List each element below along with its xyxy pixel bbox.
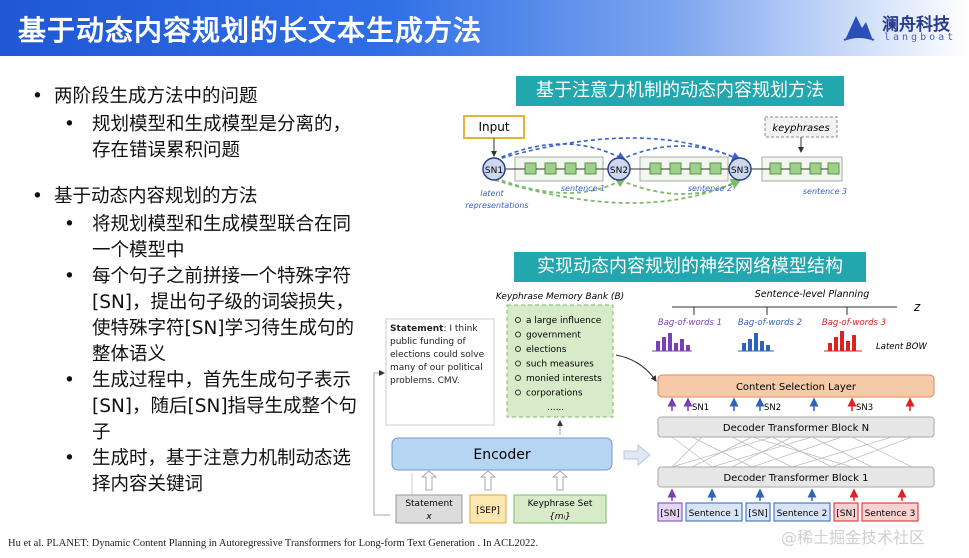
decoder-input-token-box [745, 502, 771, 522]
encoder-block [391, 437, 613, 471]
bullet-level1: 基于动态内容规划的方法 [30, 184, 360, 210]
logo-name-cn: 澜舟科技 [882, 15, 950, 35]
bullet-level2: 规划模型和生成模型是分离的，存在错误累积问题 [30, 112, 360, 164]
statement-label: Statement [390, 324, 444, 334]
logo-mark-icon [843, 16, 875, 41]
input-label: Input [478, 120, 509, 134]
bullet-level2: 将规划模型和生成模型联合在同一个模型中 [30, 212, 360, 264]
bow1-histogram [656, 333, 690, 351]
slide-title: 基于动态内容规划的长文本生成方法 [18, 14, 483, 47]
sentence-planning-label: Sentence-level Planning [755, 289, 870, 300]
svg-text:Latent BOW: Latent BOW [876, 342, 927, 352]
figure1-title-band: 基于注意力机制的动态内容规划方法 [516, 76, 844, 106]
decoder-input-token-box [685, 502, 743, 522]
memory-item: elections [526, 345, 567, 355]
memory-item: a large influence [526, 316, 602, 326]
input-statement-box [395, 494, 463, 524]
memory-item-bullet [515, 346, 521, 352]
svg-text:SN1: SN1 [692, 403, 709, 413]
watermark: @稀土掘金技术社区 [781, 528, 926, 547]
svg-text:SN1: SN1 [485, 166, 503, 176]
svg-text:SN3: SN3 [856, 403, 873, 413]
svg-text:Content Selection Layer: Content Selection Layer [736, 382, 857, 393]
svg-text:SN2: SN2 [610, 166, 628, 176]
memory-item-bullet [515, 317, 521, 323]
svg-text:latent: latent [480, 189, 504, 198]
decoder-input-token: [SN] [836, 509, 855, 519]
svg-text:Keyphrase Set: Keyphrase Set [528, 499, 593, 509]
company-logo: 澜舟科技 langboat [842, 8, 962, 48]
memory-item-bullet [515, 389, 521, 396]
svg-text:representations: representations [465, 201, 528, 210]
memory-item: ...... [547, 403, 564, 413]
planet-architecture-diagram: Statement: I think public funding of ele… [373, 289, 935, 524]
decoder-input-token-box [773, 502, 831, 522]
encoder-label: Encoder [473, 447, 530, 463]
decoder-input-token: [SN] [748, 509, 767, 519]
svg-text:Decoder Transformer Block N: Decoder Transformer Block N [723, 423, 869, 434]
bow3-histogram [828, 331, 856, 351]
svg-text:SN2: SN2 [764, 403, 781, 413]
dynamic-planning-diagram: Input keyphrases SN1 SN2 SN3 sentence 1 … [463, 115, 847, 210]
svg-text:z: z [913, 300, 921, 314]
bullet-list: 两阶段生成方法中的问题 规划模型和生成模型是分离的，存在错误累积问题 基于动态内… [30, 84, 360, 498]
svg-text:Bag-of-words 2: Bag-of-words 2 [738, 318, 802, 328]
svg-text:{mᵢ}: {mᵢ} [549, 512, 571, 522]
input-keyphrase-box [513, 494, 607, 524]
bullet-level2: 生成过程中，首先生成句子表示[SN]，随后[SN]指导生成整个句子 [30, 368, 360, 446]
bullet-level1: 两阶段生成方法中的问题 [30, 84, 360, 110]
decoder-input-token-box [833, 502, 859, 522]
memory-item-bullet [515, 375, 521, 381]
decoder-input-token: [SN] [660, 509, 679, 519]
bow2-histogram [742, 333, 770, 351]
memory-item: government [526, 331, 581, 341]
svg-text:SN3: SN3 [731, 166, 749, 176]
decoder-input-token: Sentence 1 [689, 509, 740, 519]
bullet-level2: 生成时，基于注意力机制动态选择内容关键词 [30, 446, 360, 498]
statement-text: : I think public funding of elections co… [390, 324, 485, 386]
svg-text:Bag-of-words 1: Bag-of-words 1 [658, 318, 722, 328]
decoder-input-token: Sentence 3 [865, 509, 916, 519]
svg-text:Decoder Transformer Block 1: Decoder Transformer Block 1 [723, 473, 868, 484]
memory-item: corporations [526, 389, 583, 399]
memory-item-bullet [515, 331, 521, 338]
memory-item-bullet [515, 360, 521, 367]
decoder-block-1 [657, 466, 935, 488]
decoder-input-token: Sentence 2 [777, 509, 828, 519]
statement-box [385, 318, 495, 426]
decoder-input-token-box [861, 502, 919, 522]
memory-bank-box [506, 304, 614, 418]
svg-text:x: x [425, 512, 432, 522]
logo-name-en: langboat [884, 32, 957, 43]
memory-item: monied interests [526, 374, 602, 384]
content-selection-layer [657, 374, 935, 398]
svg-text:Statement: Statement [405, 499, 453, 509]
memory-bank-title: Keyphrase Memory Bank (B) [496, 292, 624, 302]
svg-text:sentence 2: sentence 2 [688, 184, 732, 193]
decoder-input-token-box [657, 502, 683, 522]
svg-text:sentence 1: sentence 1 [561, 184, 605, 193]
svg-text:[SEP]: [SEP] [476, 506, 500, 516]
keyphrases-label: keyphrases [772, 123, 829, 134]
decoder-block-n [657, 416, 935, 438]
memory-item: such measures [526, 360, 594, 370]
citation: Hu et al. PLANET: Dynamic Content Planni… [8, 538, 539, 549]
svg-text:sentence 3: sentence 3 [803, 187, 847, 196]
figure2-title-band: 实现动态内容规划的神经网络模型结构 [514, 252, 866, 282]
input-sep-box [469, 494, 507, 524]
slide-header: 基于动态内容规划的长文本生成方法 澜舟科技 langboat [0, 0, 969, 56]
svg-text:Bag-of-words 3: Bag-of-words 3 [822, 318, 886, 328]
bullet-level2: 每个句子之前拼接一个特殊字符[SN]，提出句子级的词袋损失，使特殊字符[SN]学… [30, 264, 360, 368]
